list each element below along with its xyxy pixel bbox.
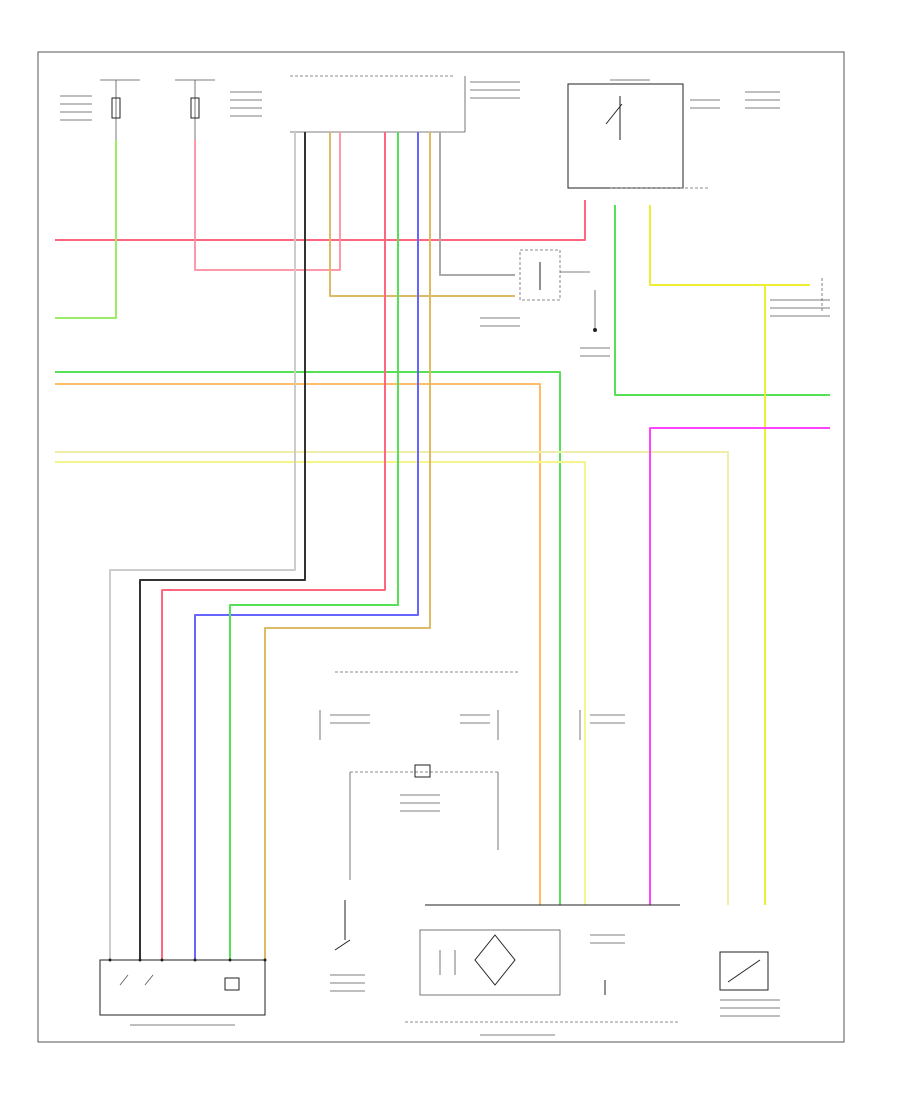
- switch-assembly: [99, 958, 267, 1026]
- left-relay: [480, 249, 610, 357]
- combination-meter-inner: [319, 671, 625, 880]
- diagram-frame: [37, 51, 845, 1043]
- right-labels: [770, 278, 830, 317]
- relay-right: [567, 79, 780, 189]
- main-controller-connector: [290, 75, 520, 133]
- fuse-block-1: [60, 79, 140, 140]
- ground-switch: [330, 900, 365, 992]
- fuse-block-2: [175, 79, 262, 140]
- combination-meter: [405, 904, 680, 1036]
- right-sensor-switch: [719, 951, 780, 1017]
